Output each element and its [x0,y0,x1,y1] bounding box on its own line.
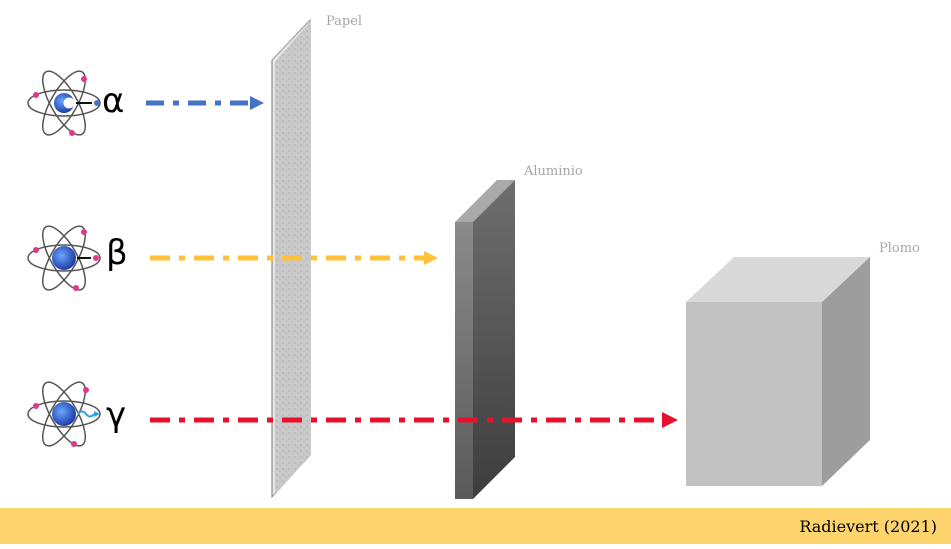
gamma-ray [150,412,678,428]
aluminum-label: Aluminio [524,164,583,179]
beta-ray [150,251,438,265]
atom-beta-icon [27,225,101,291]
footer-bar: Radievert (2021) [0,508,951,544]
aluminum-slab [455,180,515,499]
beta-symbol: β [106,233,128,273]
footer-credit: Radievert (2021) [799,517,937,536]
alpha-ray [146,96,264,110]
alpha-symbol: α [102,81,125,121]
atom-alpha-icon [27,70,101,136]
gamma-symbol: γ [106,395,127,435]
atom-gamma-icon [27,381,101,447]
lead-label: Plomo [879,241,920,256]
paper-label: Papel [326,14,363,29]
lead-block [686,257,870,486]
